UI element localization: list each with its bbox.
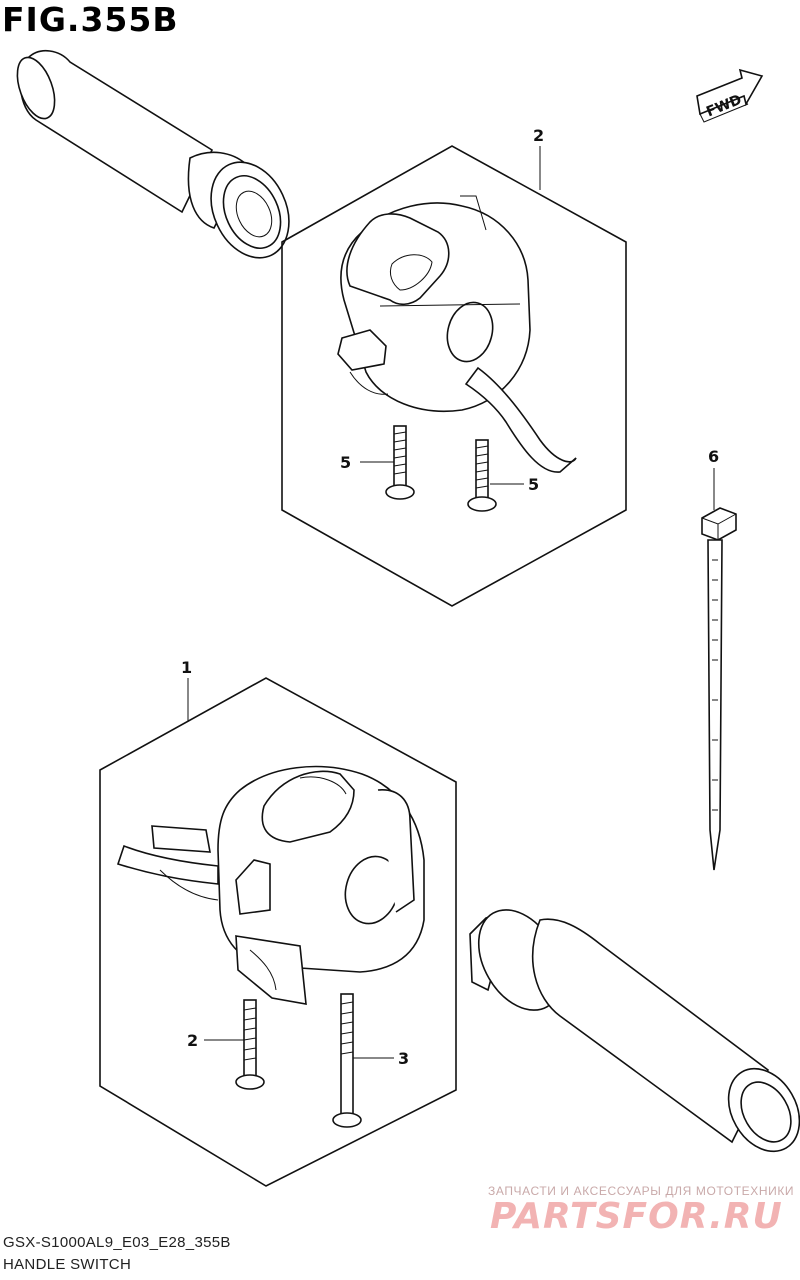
figure-title: FIG.355B	[2, 0, 179, 39]
model-code: GSX-S1000AL9_E03_E28_355B	[3, 1234, 231, 1251]
callout-2: 2	[187, 1031, 198, 1050]
right-grip	[469, 909, 800, 1153]
callout-5a: 5	[340, 453, 351, 472]
screw-5b	[467, 439, 497, 512]
fwd-arrow-icon: FWD	[696, 68, 764, 123]
assembly-1-outline: 1	[99, 658, 457, 1187]
screw-5a	[385, 425, 415, 500]
callout-3: 3	[398, 1049, 409, 1068]
screw-3	[332, 993, 362, 1128]
left-grip	[16, 50, 290, 259]
screw-2	[235, 999, 265, 1090]
callout-1: 1	[181, 658, 192, 677]
left-handle-switch	[116, 765, 425, 1005]
callout-4: 2	[533, 126, 544, 145]
assembly-4-outline: 2	[281, 126, 627, 607]
callout-5b: 5	[528, 475, 539, 494]
callout-6: 6	[708, 447, 719, 466]
watermark-logo: PARTSFOR.RU	[490, 1196, 783, 1237]
right-handle-switch	[337, 195, 577, 473]
watermark-tagline: ЗАПЧАСТИ И АКСЕССУАРЫ ДЛЯ МОТОТЕХНИКИ	[488, 1184, 795, 1198]
caption-title: HANDLE SWITCH	[3, 1256, 132, 1273]
cable-tie-6: 6	[701, 447, 737, 871]
